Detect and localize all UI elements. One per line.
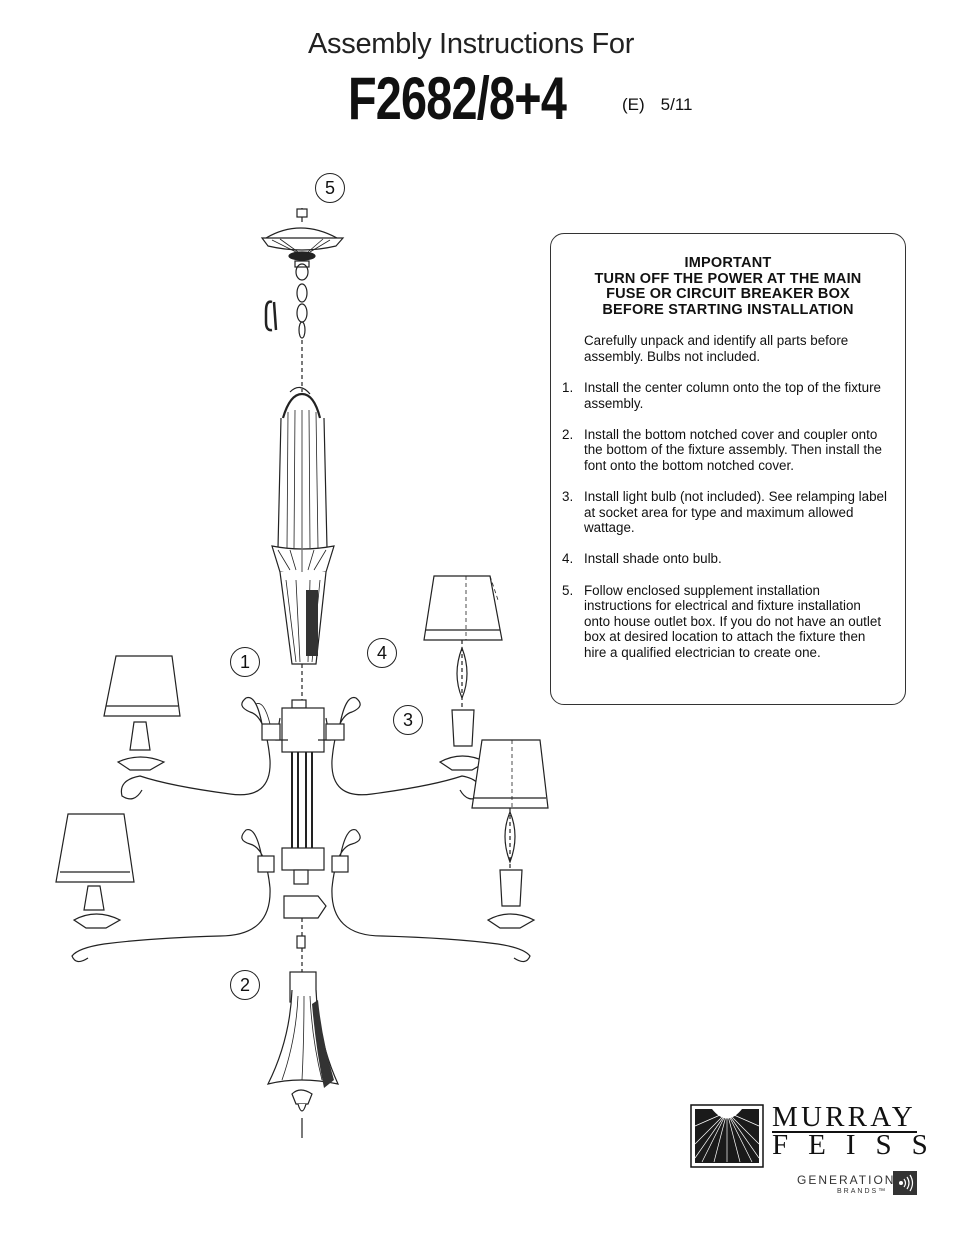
step-text: Install the bottom notched cover and cou… — [584, 426, 882, 474]
brand-feiss: FEISS — [772, 1129, 948, 1161]
step-item: 4. Install shade onto bulb. — [562, 551, 887, 567]
document-title: Assembly Instructions For — [308, 28, 635, 60]
step-text: Install light bulb (not included). See r… — [584, 489, 887, 536]
step-number: 2. — [562, 426, 574, 442]
lamp-shade-upper-left — [103, 655, 181, 771]
step-number: 4. — [562, 551, 574, 567]
safety-warning: IMPORTANT TURN OFF THE POWER AT THE MAIN… — [551, 255, 905, 318]
step-item: 2. Install the bottom notched cover and c… — [562, 427, 887, 474]
brand-murray: MURRAY — [772, 1101, 916, 1133]
lamp-shade-lower-left — [55, 813, 135, 929]
lower-arms-part — [71, 828, 531, 963]
step-text: Install the center column onto the top o… — [584, 380, 882, 411]
chain-part — [264, 283, 308, 392]
step-text: Install shade onto bulb. — [584, 551, 722, 567]
model-number: F2682/8+4 — [348, 65, 567, 132]
canopy-part — [260, 208, 345, 281]
step-number: 1. — [562, 380, 574, 396]
logo-rule — [772, 1131, 917, 1133]
callout-3: 3 — [393, 705, 423, 735]
warning-line: BEFORE STARTING INSTALLATION — [602, 301, 854, 318]
warning-line: IMPORTANT — [684, 255, 772, 271]
sunburst-icon — [690, 1104, 764, 1168]
bottom-font-part — [266, 971, 340, 1138]
step-item: 1. Install the center column onto the top… — [562, 380, 887, 411]
callout-1: 1 — [230, 647, 260, 677]
revision-date: 5/11 — [660, 95, 693, 114]
warning-line: TURN OFF THE POWER AT THE MAIN — [594, 270, 862, 287]
generation-text: GENERATION — [797, 1173, 896, 1187]
step-number: 3. — [562, 489, 574, 505]
edition-code: (E) — [622, 95, 645, 114]
brands-text: BRANDS™ — [837, 1188, 888, 1195]
center-column-part — [271, 386, 335, 700]
step-text: Follow enclosed supplement installation … — [584, 582, 882, 660]
intro-text: Carefully unpack and identify all parts … — [584, 333, 849, 364]
step-item: 5. Follow enclosed supplement installatio… — [562, 583, 887, 661]
callout-5: 5 — [315, 173, 345, 203]
steps-list: 1. Install the center column onto the top… — [562, 380, 887, 660]
step-number: 5. — [562, 582, 574, 598]
callout-2: 2 — [230, 970, 260, 1000]
step-item: 3. Install light bulb (not included). See… — [562, 489, 887, 536]
fixture-body-part — [275, 699, 331, 972]
sound-wave-icon — [893, 1171, 917, 1195]
revision-info: (E) 5/11 — [622, 95, 709, 115]
lamp-shade-lower-right-exploded — [471, 739, 549, 929]
callout-4: 4 — [367, 638, 397, 668]
warning-line: FUSE OR CIRCUIT BREAKER BOX — [606, 286, 850, 302]
instructions-panel: IMPORTANT TURN OFF THE POWER AT THE MAIN… — [550, 233, 906, 705]
lamp-shade-upper-right-exploded — [423, 575, 503, 771]
